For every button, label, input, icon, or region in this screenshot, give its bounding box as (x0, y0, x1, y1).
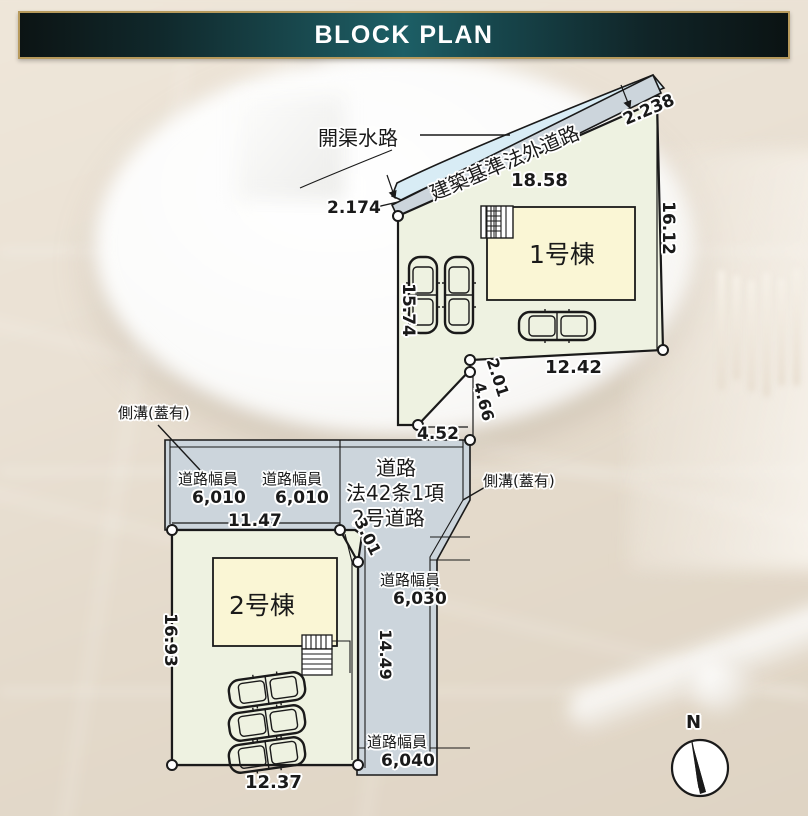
page-title-banner: BLOCK PLAN (18, 11, 790, 59)
lot-2-car-3 (227, 736, 307, 774)
lot-1-car-3 (517, 309, 597, 343)
lot-1-car-2 (442, 255, 476, 335)
lot-2-car-2 (227, 704, 307, 742)
page-title: BLOCK PLAN (314, 20, 494, 49)
corner-nodes (166, 95, 669, 771)
leader-lines (157, 134, 510, 501)
lot-1-car-1 (406, 255, 440, 335)
lot-2-building (212, 557, 338, 647)
lot-2-stairs-icon (301, 634, 351, 676)
lot-1-stairs-icon (480, 205, 514, 239)
waterway-tail (210, 148, 398, 204)
lot-2-car-1 (227, 671, 307, 709)
compass-rose (670, 738, 730, 798)
